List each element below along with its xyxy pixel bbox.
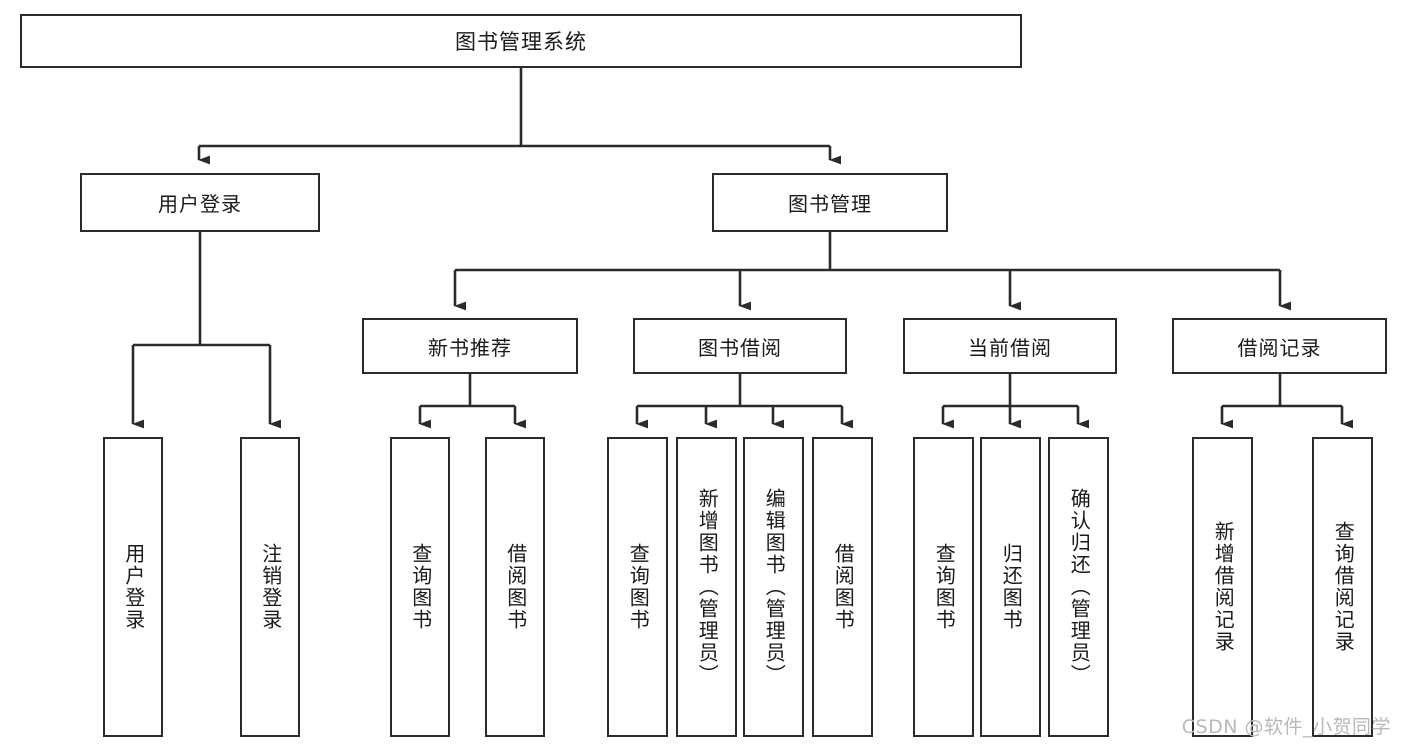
node-borrow-record[interactable]: 借阅记录 [1172, 318, 1387, 374]
node-label: 查询图书 [626, 543, 651, 631]
node-new-book-recommend[interactable]: 新书推荐 [362, 318, 578, 374]
leaf-node[interactable]: 确认归还（管理员） [1048, 437, 1109, 737]
node-label: 图书管理 [788, 192, 872, 216]
node-label: 查询图书 [408, 543, 433, 631]
leaf-node[interactable]: 借阅图书 [485, 437, 545, 737]
leaf-node[interactable]: 注销登录 [240, 437, 300, 737]
leaf-node[interactable]: 归还图书 [980, 437, 1041, 737]
node-label: 新增借阅记录 [1211, 521, 1236, 653]
node-label: 归还图书 [999, 543, 1024, 631]
node-label: 用户登录 [121, 543, 146, 631]
node-book-management[interactable]: 图书管理 [712, 173, 948, 232]
leaf-node[interactable]: 查询图书 [607, 437, 668, 737]
node-label: 查询借阅记录 [1331, 521, 1356, 653]
node-label: 借阅图书 [831, 543, 856, 631]
leaf-node[interactable]: 新增借阅记录 [1192, 437, 1253, 737]
node-label: 用户登录 [158, 192, 242, 216]
leaf-node[interactable]: 新增图书（管理员） [676, 437, 737, 737]
node-label: 图书管理系统 [455, 30, 587, 54]
node-book-borrow[interactable]: 图书借阅 [633, 318, 847, 374]
node-label: 借阅图书 [503, 543, 528, 631]
node-user-login[interactable]: 用户登录 [80, 173, 320, 232]
node-label: 编辑图书（管理员） [762, 488, 787, 686]
node-root-system[interactable]: 图书管理系统 [20, 14, 1022, 68]
node-label: 图书借阅 [698, 335, 782, 360]
leaf-node[interactable]: 查询借阅记录 [1312, 437, 1373, 737]
node-label: 当前借阅 [968, 335, 1052, 360]
leaf-node[interactable]: 查询图书 [913, 437, 974, 737]
node-label: 新增图书（管理员） [695, 488, 720, 686]
leaf-node[interactable]: 编辑图书（管理员） [743, 437, 804, 737]
node-label: 确认归还（管理员） [1067, 488, 1092, 686]
node-label: 借阅记录 [1237, 335, 1322, 360]
node-label: 新书推荐 [428, 335, 512, 360]
leaf-node[interactable]: 查询图书 [390, 437, 450, 737]
node-current-borrow[interactable]: 当前借阅 [903, 318, 1117, 374]
node-label: 注销登录 [258, 543, 283, 631]
node-label: 查询图书 [932, 543, 957, 631]
leaf-node[interactable]: 借阅图书 [812, 437, 873, 737]
leaf-node[interactable]: 用户登录 [103, 437, 163, 737]
csdn-watermark: CSDN @软件_小贺同学 [1181, 716, 1391, 738]
